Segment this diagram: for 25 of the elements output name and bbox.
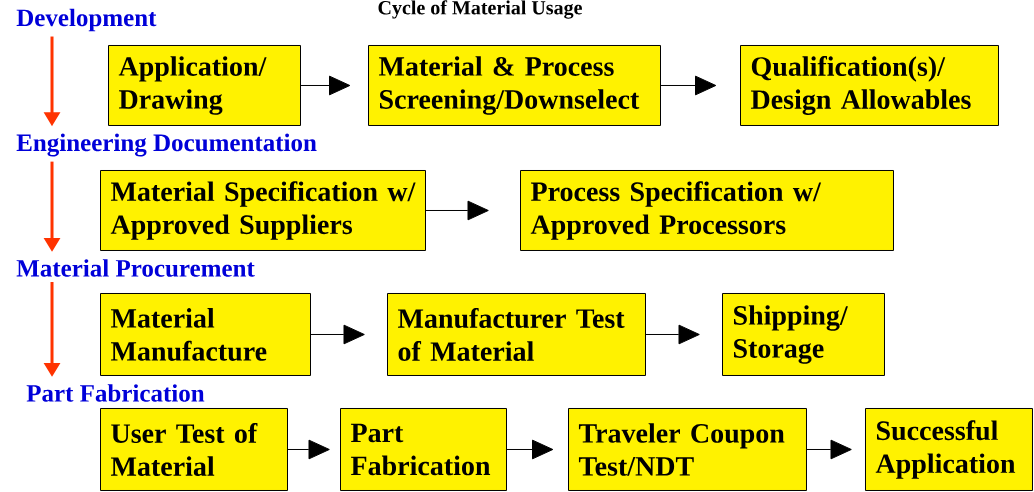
process-box: Material & Process Screening/Downselect [368,45,661,126]
process-box: Qualification(s)/ Design Allowables [740,45,999,126]
process-box: Material Specification w/ Approved Suppliers [100,170,426,251]
arrow [300,75,351,96]
section-heading: Engineering Documentation [16,133,317,157]
process-box: Manufacturer Test of Material [387,293,646,376]
process-box: Traveler Coupon Test/NDT [568,408,807,491]
arrow [645,324,700,345]
process-box: Process Specification w/ Approved Processors [520,170,894,251]
section-heading: Material Procurement [16,259,255,277]
process-box: User Test of Material [100,408,288,491]
arrow [287,439,330,460]
arrow [806,439,852,460]
section-heading: Development [16,8,157,32]
arrow [425,200,489,221]
arrow [506,439,554,460]
title: Cycle of Material Usage [378,0,582,19]
section-heading: Part Fabrication [26,384,205,402]
arrow [310,324,365,345]
process-box: Material Manufacture [100,293,311,376]
process-box: Part Fabrication [340,408,507,491]
arrow [660,75,717,96]
process-box: Successful Application [865,408,1033,491]
process-box: Application/ Drawing [108,45,301,126]
process-box: Shipping/ Storage [722,293,885,376]
